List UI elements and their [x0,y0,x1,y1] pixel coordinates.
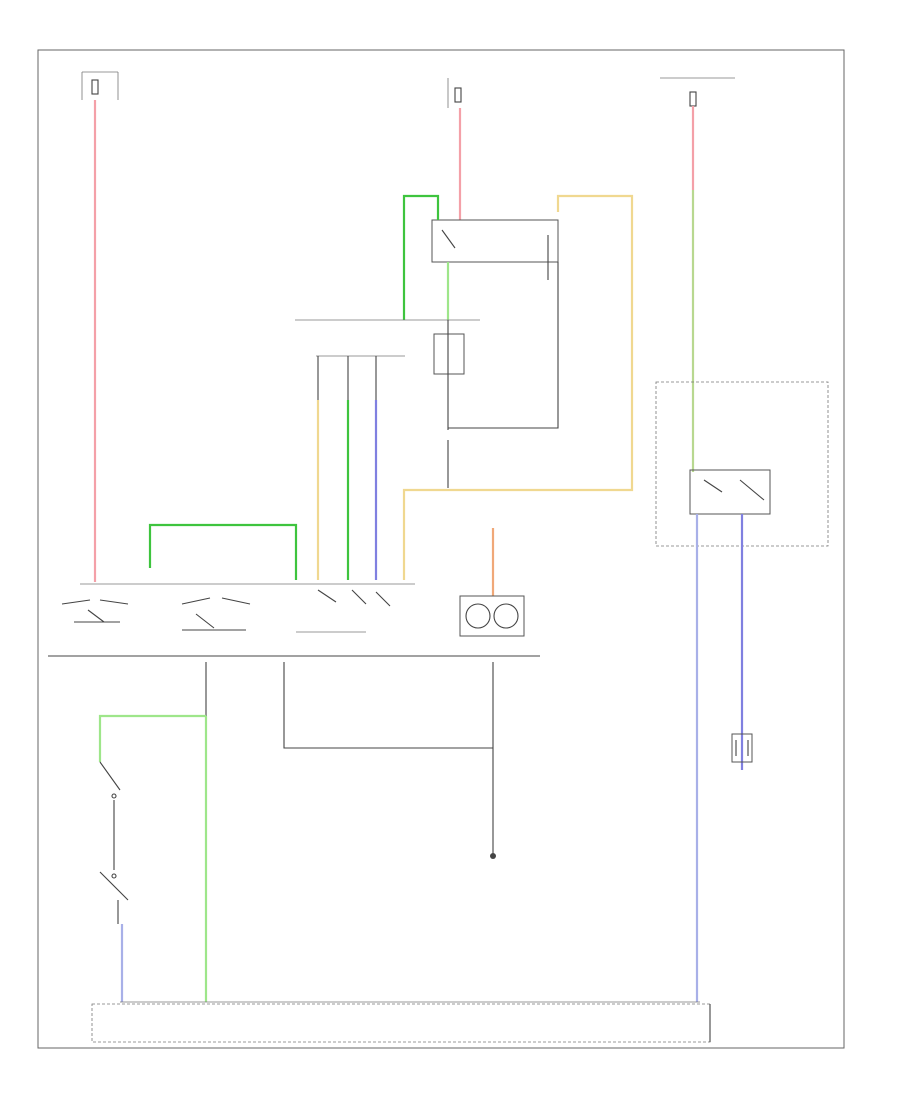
blower-switch [61,583,415,633]
wire-light-green-branch [98,714,206,762]
wire-black-relay-return [448,262,559,429]
ac-switch-chain [99,761,129,924]
wire-yellow-relay [402,194,634,580]
fuse-top-center [447,78,462,108]
wire-green-relay [402,194,440,320]
ac-compressor-clutch [731,733,753,763]
wire-green-jumper [148,523,298,580]
wire-black-ground-loop [283,662,493,749]
ground-point [490,853,496,859]
blower-relay [431,219,559,280]
fuse-top-right [660,77,735,107]
fuse-top-left [81,71,119,100]
blower-resistor [433,333,465,375]
blower-motor [459,528,525,637]
diagram-frame [37,49,845,1049]
powertrain-module [91,1001,711,1043]
